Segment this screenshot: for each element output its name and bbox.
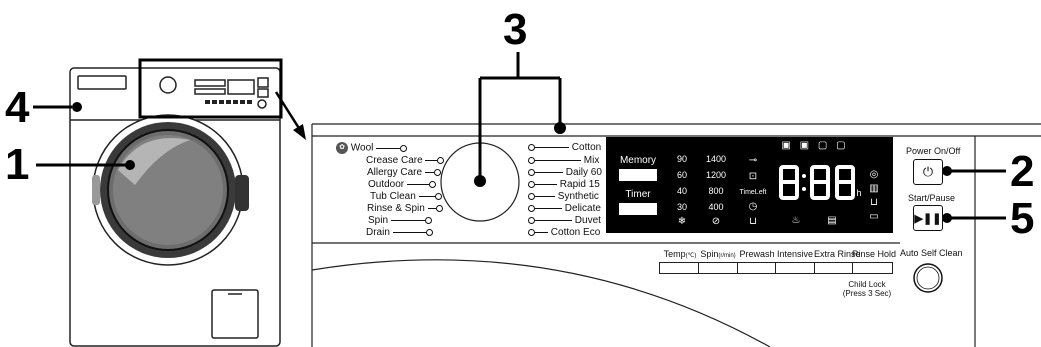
- program-delicate: Delicate: [528, 203, 601, 215]
- zoom-arrow: [274, 91, 304, 134]
- basin-icon: ▤: [827, 215, 837, 226]
- spin-800: 800: [708, 186, 724, 196]
- program-outdoor: Outdoor: [368, 179, 436, 191]
- program-allergy-care: Allergy Care: [367, 167, 441, 179]
- memory-label: Memory: [619, 155, 657, 166]
- power-label: Power On/Off: [906, 146, 961, 156]
- rinse-hold-option-label: Rinse Hold: [852, 249, 897, 259]
- program-cotton: Cotton: [528, 142, 601, 154]
- timer-label: Timer: [625, 189, 651, 200]
- program-duvet: Duvet: [528, 215, 601, 227]
- play-pause-icon: ▶❚❚: [914, 212, 942, 225]
- intensive-button[interactable]: [775, 262, 815, 274]
- temp-40: 40: [676, 186, 687, 196]
- wool-icon: ✿: [336, 142, 348, 154]
- snowflake-icon: ❄: [677, 216, 687, 227]
- intensive-option-label: Intensive: [776, 249, 814, 259]
- program-drain: Drain: [366, 227, 433, 239]
- callout-number-1: 1: [5, 140, 30, 189]
- auto-self-clean-button[interactable]: [913, 263, 943, 293]
- callout-number-5: 5: [1010, 194, 1035, 243]
- program-tub-clean: Tub Clean: [370, 191, 442, 203]
- time-digits: [779, 165, 855, 200]
- washing-machine-door: [92, 114, 249, 266]
- temp-60: 60: [676, 170, 687, 180]
- spin-1400: 1400: [705, 154, 727, 164]
- no-spin-icon: ⊘: [711, 216, 721, 227]
- program-icons-row: ▣ ▣ ▢ ▢: [781, 140, 849, 151]
- callout-number-2: 2: [1010, 147, 1035, 196]
- extra-rinse-option-label: Extra Rinse: [814, 249, 861, 259]
- spin-option-label: Spin(r/min): [700, 249, 736, 259]
- prewash-option-label: Prewash: [739, 249, 775, 259]
- program-spin: Spin: [368, 215, 432, 227]
- clock-icon: ◷: [748, 201, 758, 212]
- program-synthetic: Synthetic: [528, 191, 599, 203]
- power-button[interactable]: ⏻: [913, 159, 943, 185]
- hours-unit: h: [856, 188, 862, 198]
- status-icons-right: ◎▥⊔▭: [869, 169, 879, 222]
- display-panel: [606, 137, 893, 233]
- callout-box-control-panel: [138, 58, 283, 119]
- time-left-label: TimeLeft: [739, 189, 767, 196]
- program-wool: ✿ Wool: [336, 142, 408, 155]
- extra-rinse-button[interactable]: [814, 262, 853, 274]
- callout-number-4: 4: [5, 83, 30, 132]
- temp-option-label: Temp(℃): [663, 249, 697, 259]
- program-mix: Mix: [528, 155, 599, 167]
- program-cotton-eco: Cotton Eco: [528, 227, 600, 239]
- start-pause-button[interactable]: ▶❚❚: [913, 205, 943, 231]
- program-rapid-15: Rapid 15: [528, 179, 600, 191]
- spin-button[interactable]: [698, 262, 738, 274]
- temp-90: 90: [676, 154, 687, 164]
- child-lock-note: Child Lock (Press 3 Sec): [842, 280, 892, 298]
- power-icon: ⏻: [922, 164, 934, 179]
- callout-number-3: 3: [503, 5, 528, 54]
- control-panel: [311, 123, 1041, 347]
- temp-button[interactable]: [659, 262, 699, 274]
- auto-self-clean-label: Auto Self Clean: [900, 248, 963, 258]
- spin-400: 400: [708, 202, 724, 212]
- program-crease-care: Crease Care: [366, 155, 445, 167]
- rinse-hold-button[interactable]: [852, 262, 893, 274]
- program-rinse-spin: Rinse & Spin: [367, 203, 443, 215]
- start-pause-label: Start/Pause: [908, 193, 956, 203]
- temp-30: 30: [676, 202, 687, 212]
- spin-1200: 1200: [705, 170, 727, 180]
- tub-icon: ⊔: [749, 216, 757, 227]
- rinse-icon: ⊡: [748, 171, 758, 182]
- key-icon: ⊸: [748, 155, 758, 166]
- program-daily-60: Daily 60: [528, 167, 602, 179]
- prewash-button[interactable]: [737, 262, 776, 274]
- shirt-icon: ♨: [791, 215, 801, 226]
- callout-line-3: [478, 52, 562, 180]
